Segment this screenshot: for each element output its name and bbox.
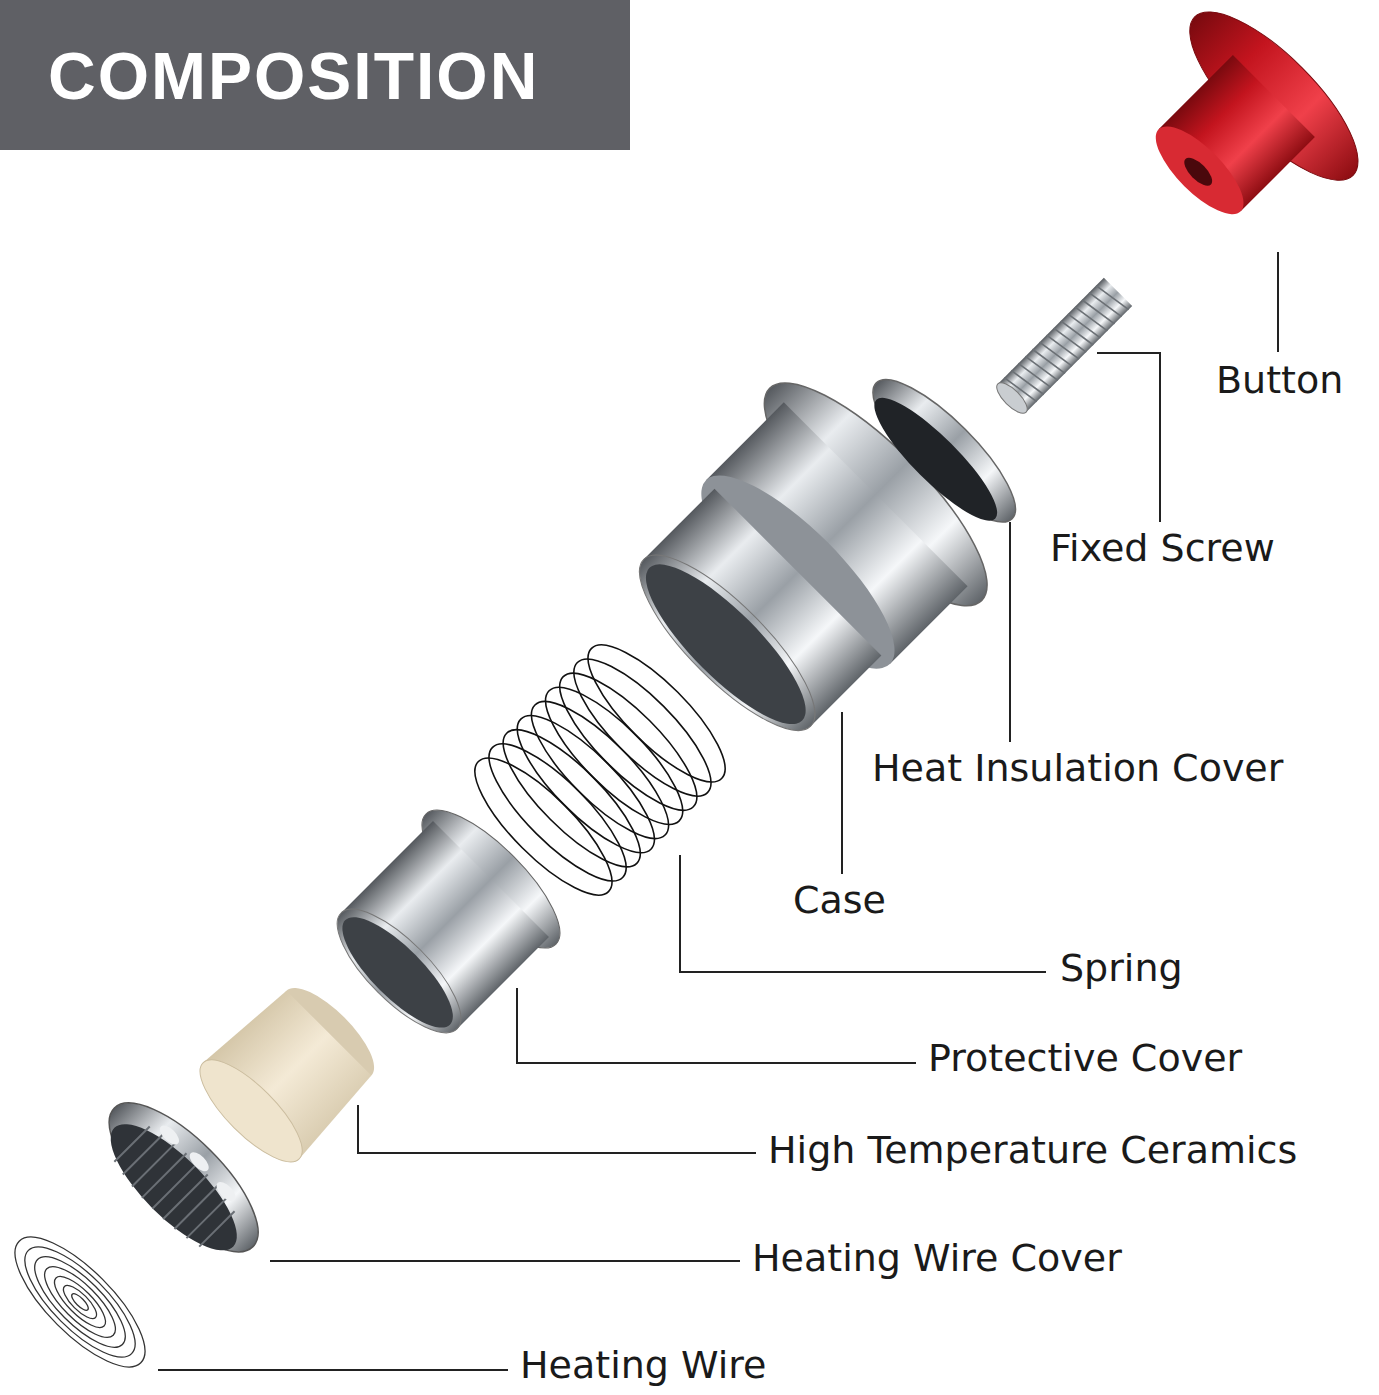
- leader-line: [158, 1369, 508, 1371]
- leader-line: [1097, 353, 1160, 522]
- part-label: Heating Wire Cover: [752, 1238, 1122, 1280]
- button-drawing: [1105, 0, 1379, 265]
- leader-line: [358, 1105, 756, 1153]
- heat-insulation-cover-drawing: [852, 362, 1033, 543]
- title: COMPOSITION: [48, 38, 539, 114]
- leader-line: [270, 1260, 740, 1262]
- part-label: Button: [1216, 360, 1343, 402]
- fixed-screw-drawing: [992, 278, 1132, 418]
- heating-wire-drawing: [0, 1219, 163, 1386]
- leader-lines: [158, 252, 1278, 1370]
- part-label: High Temperature Ceramics: [768, 1130, 1297, 1172]
- title-band: COMPOSITION: [0, 0, 630, 150]
- ceramic-drawing: [186, 969, 392, 1175]
- leader-line: [1009, 522, 1011, 742]
- spring-drawing: [457, 627, 743, 913]
- part-label: Heating Wire: [520, 1345, 766, 1387]
- part-label: Protective Cover: [928, 1038, 1242, 1080]
- leader-line: [680, 855, 1046, 972]
- part-label: Heat Insulation Cover: [872, 748, 1283, 790]
- leader-line: [517, 988, 916, 1063]
- part-label: Spring: [1060, 948, 1183, 990]
- leader-line: [1277, 252, 1279, 352]
- protective-cover-drawing: [313, 791, 579, 1057]
- part-label: Fixed Screw: [1050, 528, 1275, 570]
- leader-line: [841, 712, 843, 874]
- part-label: Case: [793, 880, 886, 922]
